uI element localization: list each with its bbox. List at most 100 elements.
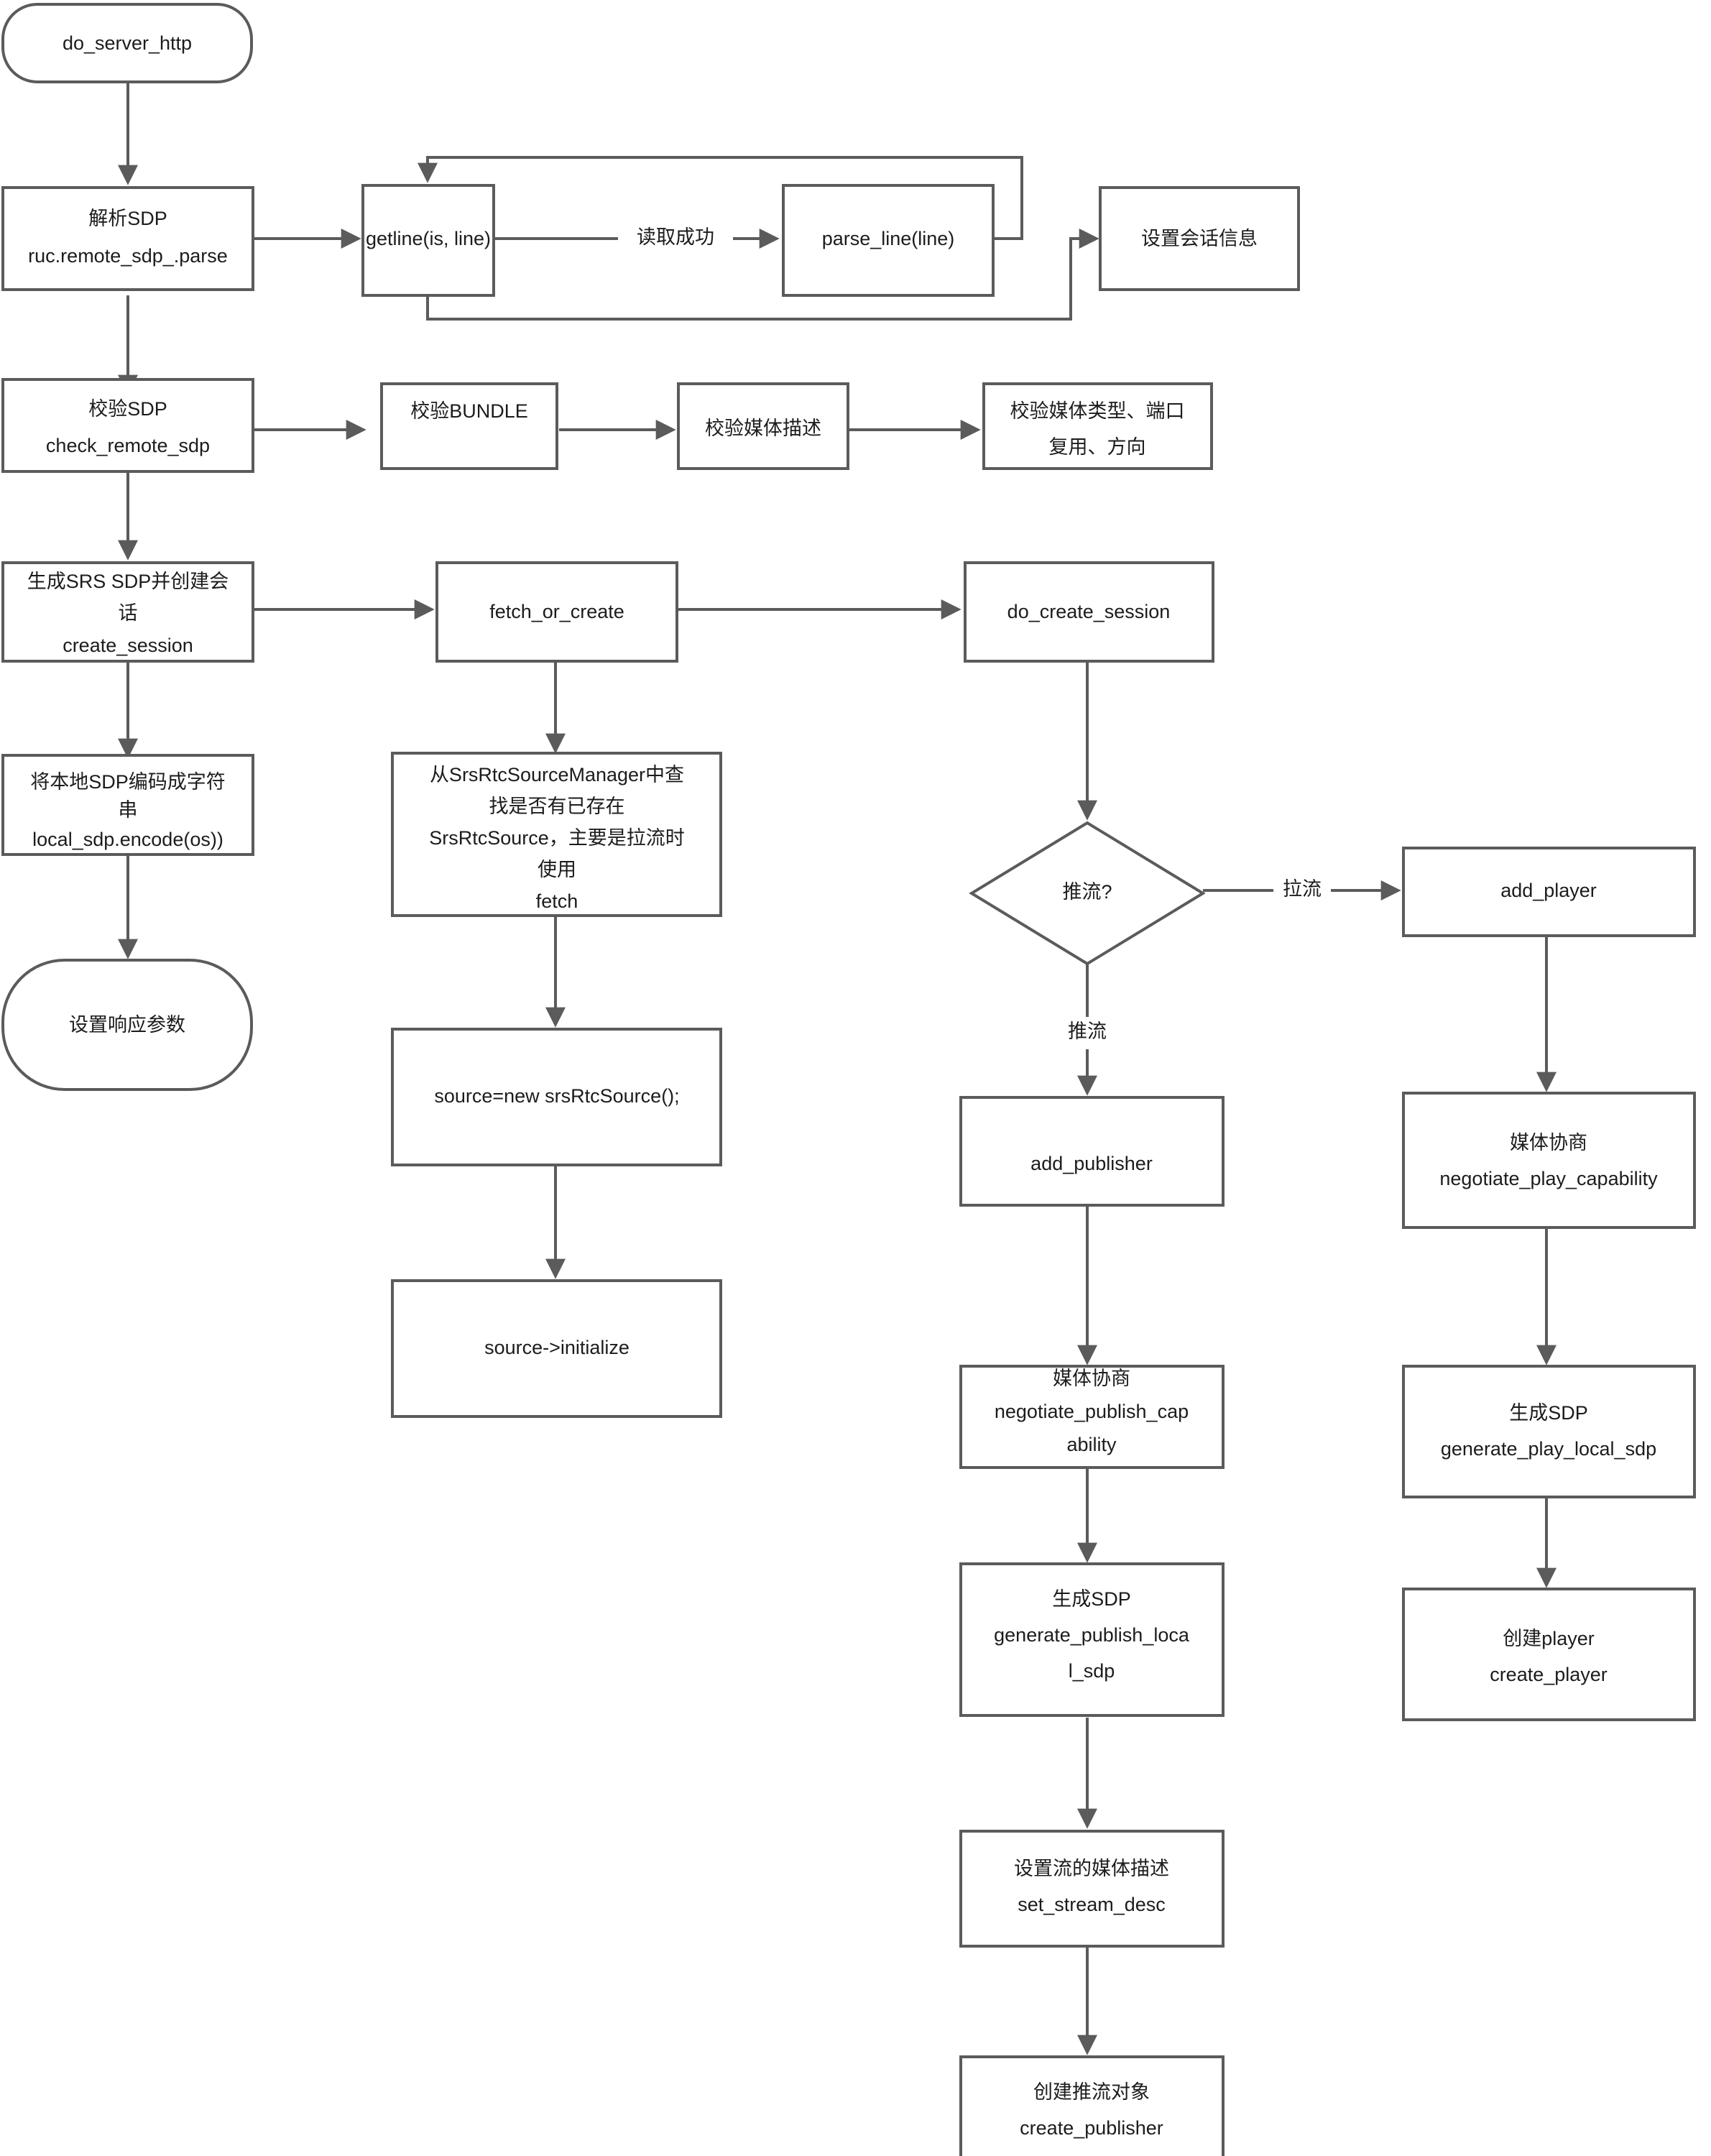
negotiate-publish-label-2: negotiate_publish_cap — [995, 1401, 1189, 1422]
start-terminator-shape — [1, 3, 253, 83]
create-publisher-shape — [959, 2055, 1225, 2156]
gen-publish-sdp-shape — [959, 1562, 1225, 1717]
add-player-label: add_player — [1500, 880, 1597, 901]
negotiate-play-shape — [1402, 1092, 1696, 1229]
encode-local-sdp-label-3: local_sdp.encode(os)) — [32, 829, 223, 850]
node-create-player[interactable]: 创建player create_player — [1402, 1588, 1696, 1721]
create-session-label-3: create_session — [63, 635, 193, 656]
new-source-shape — [391, 1028, 722, 1166]
set-stream-desc-label-2: set_stream_desc — [1018, 1894, 1166, 1915]
node-parse-line[interactable]: parse_line(line) — [782, 184, 995, 297]
fetch-source-label-4: 使用 — [538, 859, 576, 880]
getline-label: getline(is, line) — [366, 228, 491, 249]
node-do-server-http[interactable]: do_server_http — [1, 3, 253, 83]
start-label: do_server_http — [63, 32, 192, 54]
check-bundle-shape — [380, 382, 558, 470]
node-getline[interactable]: getline(is, line) — [361, 184, 495, 297]
getline-shape — [361, 184, 495, 297]
create-player-label-2: create_player — [1490, 1664, 1608, 1685]
check-media-type-label-1: 校验媒体类型、端口 — [1010, 400, 1185, 422]
node-fetch-or-create[interactable]: fetch_or_create — [435, 561, 678, 663]
check-media-type-label-2: 复用、方向 — [1049, 436, 1146, 458]
fetch-source-label-3: SrsRtcSource，主要是拉流时 — [429, 827, 685, 849]
node-check-media-type[interactable]: 校验媒体类型、端口 复用、方向 — [982, 382, 1213, 470]
fetch-source-label-1: 从SrsRtcSourceManager中查 — [430, 764, 684, 786]
check-bundle-label: 校验BUNDLE — [410, 400, 528, 422]
node-negotiate-publish[interactable]: 媒体协商 negotiate_publish_cap ability — [959, 1365, 1225, 1469]
set-response-shape — [1, 959, 253, 1091]
create-publisher-label-2: create_publisher — [1020, 2117, 1163, 2139]
node-set-stream-desc[interactable]: 设置流的媒体描述 set_stream_desc — [959, 1830, 1225, 1948]
fetch-source-shape — [391, 752, 722, 917]
check-media-type-shape — [982, 382, 1213, 470]
negotiate-publish-shape — [959, 1365, 1225, 1469]
node-gen-play-sdp[interactable]: 生成SDP generate_play_local_sdp — [1402, 1365, 1696, 1498]
node-check-sdp[interactable]: 校验SDP check_remote_sdp — [1, 378, 254, 473]
gen-play-sdp-label-1: 生成SDP — [1509, 1402, 1588, 1424]
edge-getline-to-set-session-info — [426, 229, 1099, 321]
edge-label-pull-stream: 拉流 — [1283, 878, 1322, 900]
fetch-source-label-5: fetch — [536, 890, 578, 912]
node-parse-sdp[interactable]: 解析SDP ruc.remote_sdp_.parse — [1, 186, 254, 291]
gen-play-sdp-shape — [1402, 1365, 1696, 1498]
create-player-shape — [1402, 1588, 1696, 1721]
gen-publish-sdp-label-3: l_sdp — [1069, 1660, 1115, 1682]
negotiate-publish-label-3: ability — [1066, 1434, 1117, 1455]
set-session-info-shape — [1099, 186, 1300, 291]
add-player-shape — [1402, 847, 1696, 937]
node-create-publisher[interactable]: 创建推流对象 create_publisher — [959, 2055, 1225, 2156]
check-sdp-label-2: check_remote_sdp — [46, 435, 210, 456]
node-create-session[interactable]: 生成SRS SDP并创建会 话 create_session — [1, 561, 254, 663]
edges-layer — [118, 83, 1556, 2055]
create-publisher-label-1: 创建推流对象 — [1033, 2081, 1150, 2103]
encode-local-sdp-shape — [1, 754, 254, 856]
encode-local-sdp-label-2: 串 — [119, 799, 138, 821]
check-media-desc-shape — [677, 382, 849, 470]
node-add-player[interactable]: add_player — [1402, 847, 1696, 937]
set-response-label: 设置响应参数 — [69, 1014, 185, 1036]
add-publisher-shape — [959, 1096, 1225, 1207]
check-sdp-label-1: 校验SDP — [88, 398, 167, 420]
node-source-initialize[interactable]: source->initialize — [391, 1279, 722, 1418]
parse-line-label: parse_line(line) — [822, 228, 955, 249]
create-session-label-1: 生成SRS SDP并创建会 — [27, 571, 229, 592]
new-source-label: source=new srsRtcSource(); — [434, 1085, 679, 1107]
node-add-publisher[interactable]: add_publisher — [959, 1096, 1225, 1207]
node-encode-local-sdp[interactable]: 将本地SDP编码成字符 串 local_sdp.encode(os)) — [1, 754, 254, 856]
edge-parse-line-loop-back-to-getline — [418, 156, 1023, 240]
fetch-source-label-2: 找是否有已存在 — [489, 796, 625, 817]
node-do-create-session[interactable]: do_create_session — [964, 561, 1214, 663]
is-publish-label: 推流? — [1062, 881, 1112, 903]
fetch-or-create-shape — [435, 561, 678, 663]
node-set-response[interactable]: 设置响应参数 — [1, 959, 253, 1091]
node-check-media-desc[interactable]: 校验媒体描述 — [677, 382, 849, 470]
node-check-bundle[interactable]: 校验BUNDLE — [380, 382, 558, 470]
source-initialize-shape — [391, 1279, 722, 1418]
negotiate-play-label-1: 媒体协商 — [1510, 1132, 1587, 1153]
node-fetch-source[interactable]: 从SrsRtcSourceManager中查 找是否有已存在 SrsRtcSou… — [391, 752, 722, 917]
negotiate-publish-label-1: 媒体协商 — [1053, 1368, 1130, 1389]
encode-local-sdp-label-1: 将本地SDP编码成字符 — [30, 771, 226, 793]
do-create-session-label: do_create_session — [1007, 601, 1171, 622]
node-is-publish-decision[interactable]: 推流? — [969, 821, 1206, 966]
create-player-label-1: 创建player — [1503, 1628, 1595, 1649]
create-session-label-2: 话 — [119, 602, 138, 624]
gen-publish-sdp-label-2: generate_publish_loca — [994, 1624, 1190, 1646]
fetch-or-create-label: fetch_or_create — [489, 601, 624, 622]
gen-publish-sdp-label-1: 生成SDP — [1052, 1588, 1131, 1610]
node-negotiate-play[interactable]: 媒体协商 negotiate_play_capability — [1402, 1092, 1696, 1229]
parse-sdp-label-1: 解析SDP — [88, 208, 167, 229]
node-new-source[interactable]: source=new srsRtcSource(); — [391, 1028, 722, 1166]
is-publish-decision-shape — [969, 821, 1206, 966]
node-gen-publish-sdp[interactable]: 生成SDP generate_publish_loca l_sdp — [959, 1562, 1225, 1717]
edge-label-read-ok: 读取成功 — [637, 226, 714, 248]
set-stream-desc-shape — [959, 1830, 1225, 1948]
create-session-shape — [1, 561, 254, 663]
add-publisher-label: add_publisher — [1030, 1153, 1153, 1174]
set-session-info-label: 设置会话信息 — [1141, 228, 1258, 249]
parse-sdp-label-2: ruc.remote_sdp_.parse — [28, 245, 228, 267]
node-set-session-info[interactable]: 设置会话信息 — [1099, 186, 1300, 291]
negotiate-play-label-2: negotiate_play_capability — [1439, 1168, 1658, 1189]
